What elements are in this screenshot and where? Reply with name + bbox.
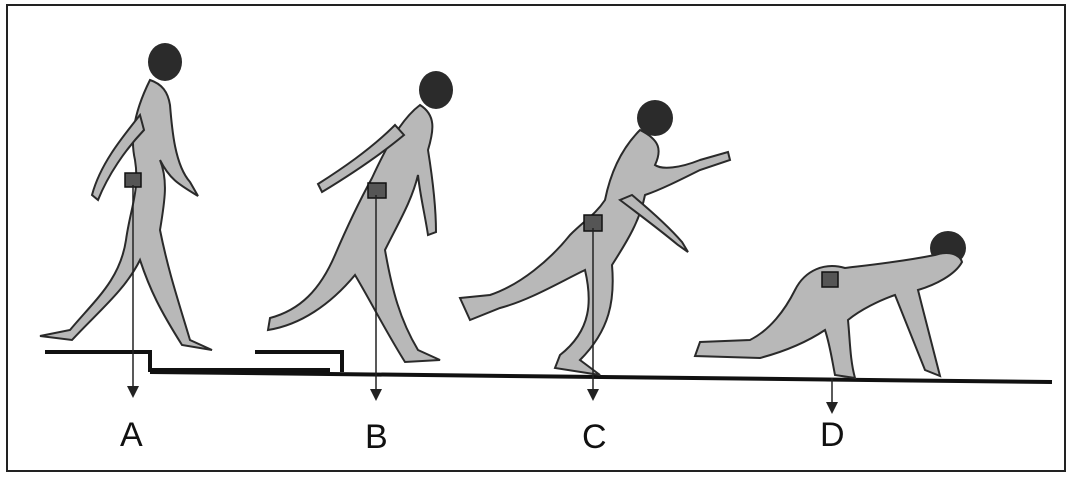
floor-line xyxy=(150,372,1052,382)
figure-b-stumbling xyxy=(268,71,453,362)
panel-label-c: C xyxy=(582,420,607,454)
panel-label-d: D xyxy=(820,418,845,452)
panel-label-b: B xyxy=(365,420,388,454)
figure-a-walking xyxy=(40,43,212,350)
sensor-d xyxy=(822,272,838,287)
figure-d-fallen xyxy=(695,231,966,378)
sensor-b xyxy=(368,183,386,198)
stair-step-a xyxy=(45,352,330,370)
figure-c-falling xyxy=(460,100,730,375)
panel-label-a: A xyxy=(120,418,143,452)
sensor-a xyxy=(125,173,141,187)
